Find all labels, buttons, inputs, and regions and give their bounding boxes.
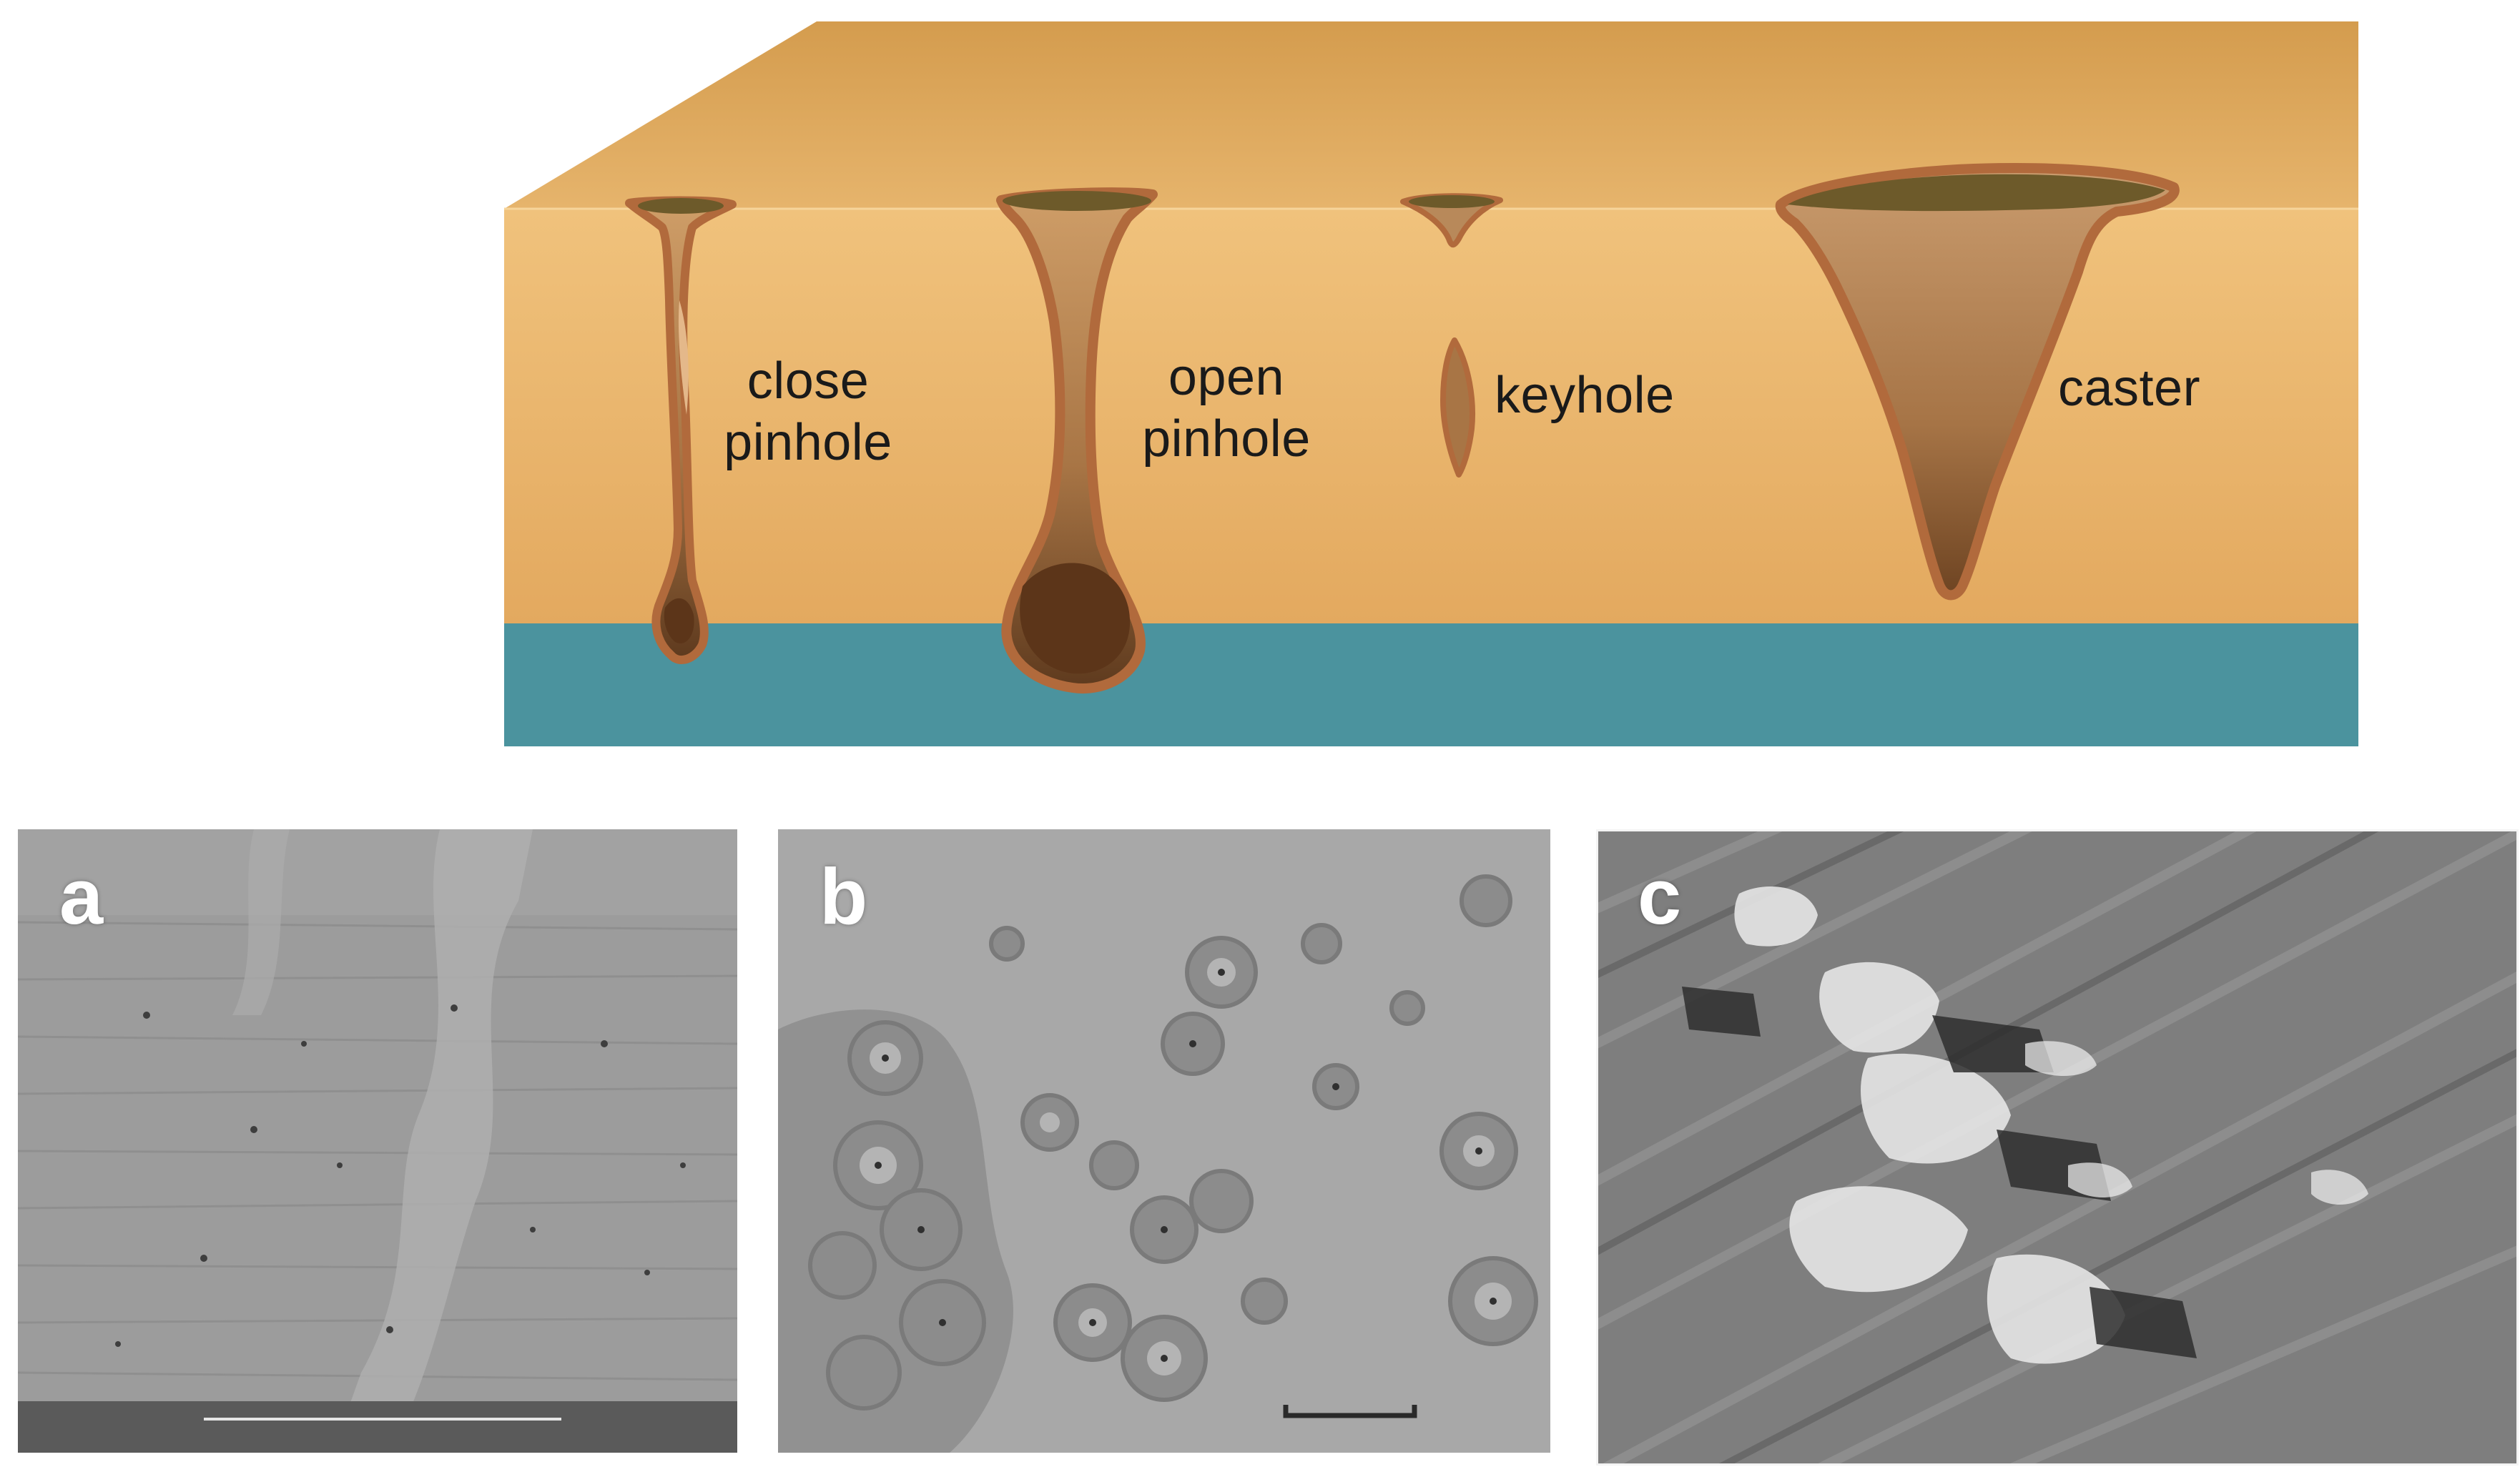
micrograph-c: c (1596, 829, 2519, 1466)
label-keyhole-line1: keyhole (1495, 367, 1675, 424)
panel-label-c: c (1638, 853, 1682, 941)
label-close-pinhole-line2: pinhole (724, 414, 892, 472)
label-close-pinhole: close pinhole (704, 350, 912, 474)
label-caster: caster (2058, 357, 2244, 419)
label-caster-line1: caster (2058, 360, 2201, 417)
panel-label-a: a (59, 853, 104, 941)
coating-top-surface (504, 21, 2358, 209)
label-open-pinhole-line1: open (1168, 349, 1285, 406)
panel-label-b: b (820, 853, 868, 941)
keyhole-shape (1400, 193, 1503, 478)
label-open-pinhole-line2: pinhole (1142, 410, 1311, 468)
open-pinhole-shape (996, 187, 1158, 693)
close-pinhole-shape (625, 196, 737, 665)
coating-defect-schematic: close pinhole open pinhole keyhole caste… (504, 21, 2358, 746)
caster-shape (1775, 163, 2180, 601)
micrograph-b-image (778, 829, 1550, 1453)
label-open-pinhole: open pinhole (1119, 347, 1334, 470)
coating-cross-section (504, 21, 2358, 746)
micrograph-b: b (778, 829, 1550, 1453)
label-keyhole: keyhole (1495, 365, 1709, 426)
micrograph-a: a (18, 829, 737, 1453)
label-close-pinhole-line1: close (747, 352, 870, 410)
micrograph-a-image (18, 829, 737, 1453)
substrate-layer (504, 623, 2358, 746)
micrograph-c-image (1596, 829, 2519, 1466)
